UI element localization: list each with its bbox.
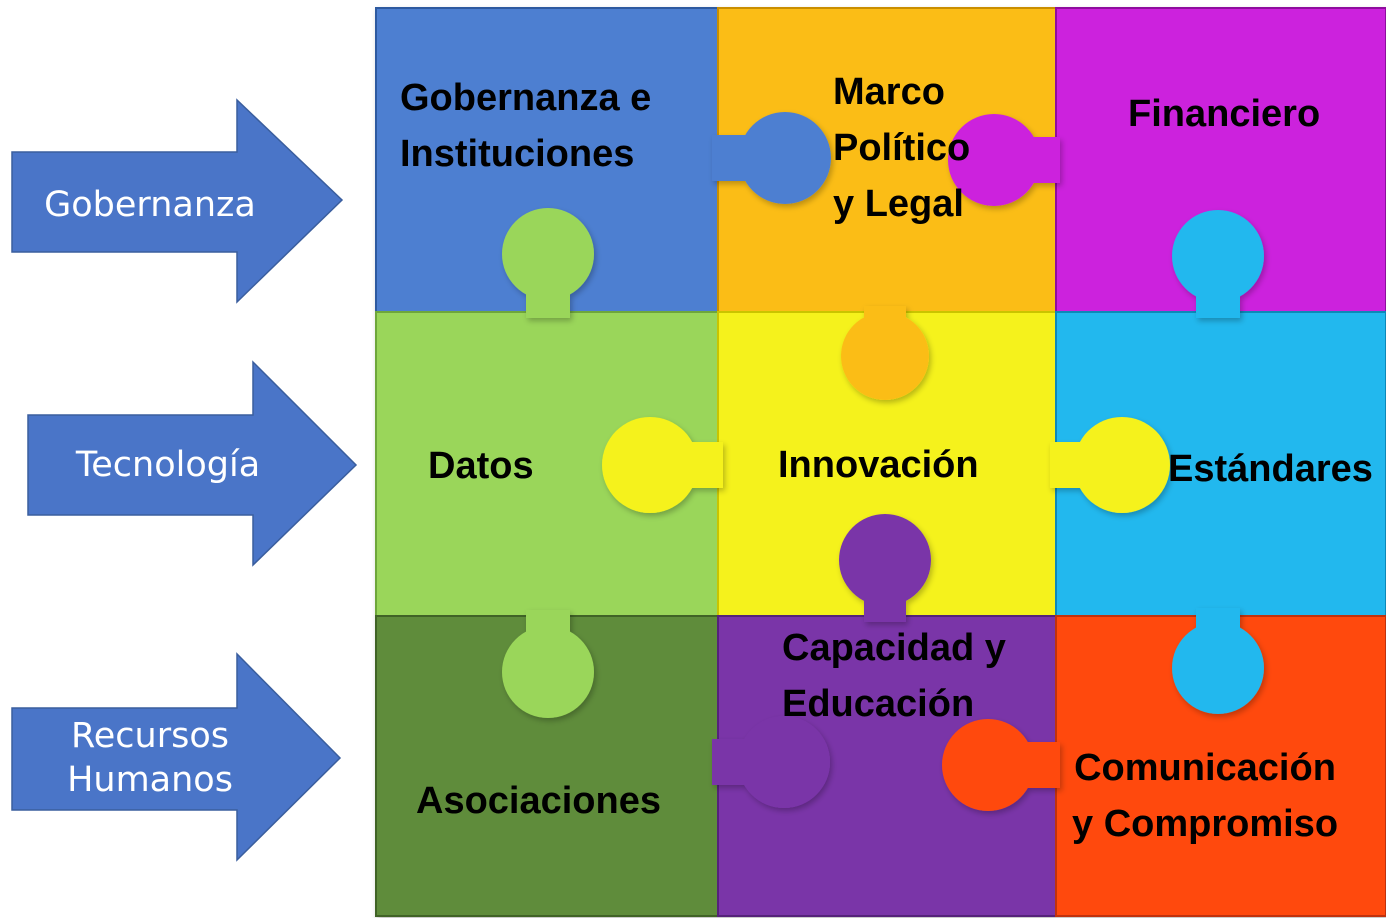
label-financiero: Financiero [1128,93,1321,135]
label-innovacion: Innovación [778,444,979,486]
knob-neck [1050,442,1088,488]
label-marco-politico: Marco Político y Legal [833,71,971,225]
label-datos: Datos [428,445,534,487]
knob-innovacion-right [1074,417,1170,513]
arrow-label-gobernanza: Gobernanza [44,185,256,225]
arrow-recursos-humanos [11,652,342,862]
knob-neck [712,739,752,785]
knob-neck [1026,137,1060,183]
knob-neck [685,442,723,488]
knob-capacidad-up [839,514,931,606]
arrow-tecnologia [27,360,358,567]
arrow-label-recursos-humanos: Recursos Humanos [67,716,233,800]
knob-gobernanza-right [739,112,831,204]
knob-neck [864,592,906,622]
knob-neck [864,306,906,332]
label-gobernanza-instituciones: Gobernanza e Instituciones [400,77,652,175]
label-capacidad-educacion: Capacidad y Educación [782,627,1006,725]
knob-innovacion-left [602,417,698,513]
knob-neck [1020,742,1060,788]
arrow-label-tecnologia: Tecnología [75,445,261,485]
knob-marco-down [841,312,929,400]
knob-estandares-down [1172,622,1264,714]
knob-financiero-left [948,114,1040,206]
knob-estandares-up [1172,210,1264,302]
piece-datos [375,311,719,617]
knob-neck [712,135,752,181]
knob-neck [1196,288,1240,318]
knob-neck [526,286,570,318]
knob-neck [1196,608,1240,638]
label-comunicacion: Comunicación y Compromiso [1072,747,1339,845]
knob-neck [526,610,570,640]
label-asociaciones: Asociaciones [416,780,661,822]
arrow-gobernanza [11,98,344,304]
knob-datos-down [502,626,594,718]
label-estandares: Estándares [1168,448,1373,490]
knob-comunicacion-left [942,719,1034,811]
knob-datos-up [502,208,594,300]
knob-capacidad-left [738,716,830,808]
